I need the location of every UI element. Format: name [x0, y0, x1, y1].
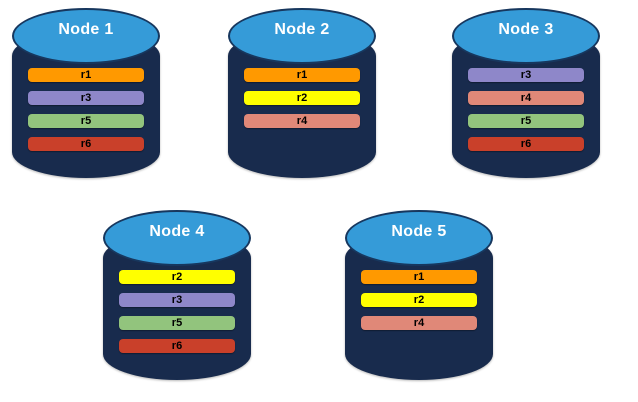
replica-list: r1 r2 r4: [361, 270, 477, 339]
replica-label: r2: [171, 271, 183, 283]
replica-bar[interactable]: r2: [119, 270, 235, 284]
replica-bar[interactable]: r4: [244, 114, 360, 128]
replica-bar[interactable]: r6: [468, 137, 584, 151]
replica-bar[interactable]: r2: [244, 91, 360, 105]
database-cylinder-icon: [103, 210, 251, 266]
replica-label: r5: [171, 317, 183, 329]
replica-label: r1: [296, 69, 308, 81]
replica-list: r2 r3 r5 r6: [119, 270, 235, 362]
replica-bar[interactable]: r3: [119, 293, 235, 307]
replica-label: r4: [520, 92, 532, 104]
replica-label: r2: [413, 294, 425, 306]
replica-label: r6: [80, 138, 92, 150]
replica-label: r4: [296, 115, 308, 127]
replica-label: r6: [520, 138, 532, 150]
replica-bar[interactable]: r1: [28, 68, 144, 82]
replica-bar[interactable]: r3: [468, 68, 584, 82]
replica-bar[interactable]: r1: [361, 270, 477, 284]
replica-label: r5: [80, 115, 92, 127]
replica-bar[interactable]: r5: [28, 114, 144, 128]
replica-bar[interactable]: r4: [361, 316, 477, 330]
replica-list: r1 r3 r5 r6: [28, 68, 144, 160]
replica-bar[interactable]: r5: [119, 316, 235, 330]
replica-list: r3 r4 r5 r6: [468, 68, 584, 160]
replica-label: r5: [520, 115, 532, 127]
replica-bar[interactable]: r5: [468, 114, 584, 128]
replica-bar[interactable]: r2: [361, 293, 477, 307]
replica-bar[interactable]: r6: [119, 339, 235, 353]
replica-label: r3: [80, 92, 92, 104]
database-cylinder-icon: [12, 8, 160, 64]
replica-bar[interactable]: r3: [28, 91, 144, 105]
replica-label: r1: [80, 69, 92, 81]
replica-label: r4: [413, 317, 425, 329]
replica-label: r1: [413, 271, 425, 283]
replica-label: r2: [296, 92, 308, 104]
replica-label: r6: [171, 340, 183, 352]
replica-label: r3: [171, 294, 183, 306]
replica-bar[interactable]: r4: [468, 91, 584, 105]
replica-label: r3: [520, 69, 532, 81]
database-cylinder-icon: [228, 8, 376, 64]
replica-bar[interactable]: r6: [28, 137, 144, 151]
database-cylinder-icon: [452, 8, 600, 64]
replica-bar[interactable]: r1: [244, 68, 360, 82]
database-cylinder-icon: [345, 210, 493, 266]
replica-list: r1 r2 r4: [244, 68, 360, 137]
